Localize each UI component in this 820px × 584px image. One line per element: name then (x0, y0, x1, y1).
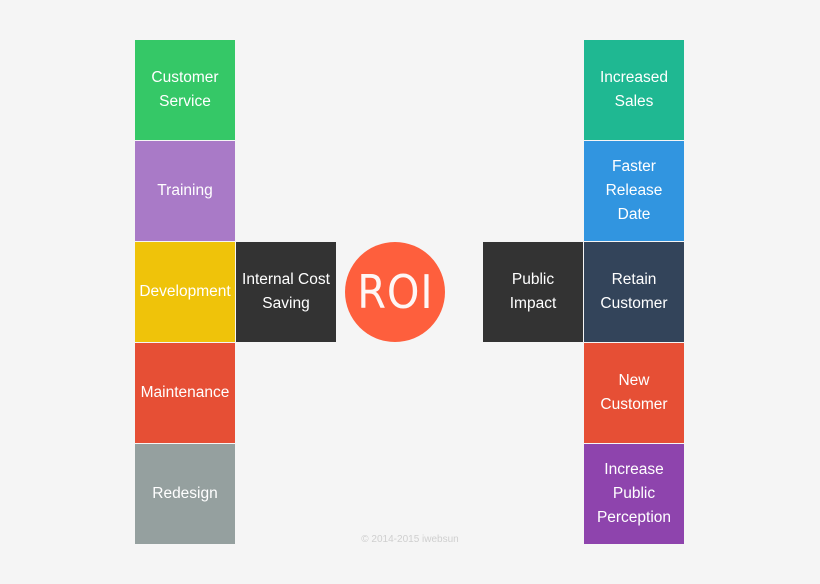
hub-label: Public Impact (509, 271, 557, 312)
right-block-retain-customer: Retain Customer (584, 242, 684, 342)
left-block-customer-service: Customer Service (135, 40, 235, 140)
right-block-increase-public-perception: Increase Public Perception (584, 444, 684, 544)
right-block-new-customer: New Customer (584, 343, 684, 443)
copyright-notice: © 2014-2015 iwebsun (361, 534, 459, 545)
block-label: Faster Release Date (605, 158, 663, 223)
left-block-development: Development (135, 242, 235, 342)
roi-label: ROI (356, 265, 434, 319)
block-label: New Customer (600, 372, 668, 413)
block-label: Customer Service (151, 69, 219, 110)
block-label: Increased Sales (599, 69, 669, 110)
right-block-increased-sales: Increased Sales (584, 40, 684, 140)
left-block-training: Training (135, 141, 235, 241)
right-block-faster-release-date: Faster Release Date (584, 141, 684, 241)
left-block-redesign: Redesign (135, 444, 235, 544)
hub-label: Internal Cost Saving (242, 271, 330, 312)
roi-circle: ROI (345, 242, 445, 342)
block-label: Training (157, 182, 213, 199)
block-label: Development (139, 283, 231, 300)
block-label: Retain Customer (600, 271, 668, 312)
block-label: Redesign (152, 485, 218, 502)
public-impact-hub: Public Impact (483, 242, 583, 342)
block-label: Increase Public Perception (596, 461, 672, 526)
left-block-maintenance: Maintenance (135, 343, 235, 443)
internal-cost-saving-hub: Internal Cost Saving (236, 242, 336, 342)
block-label: Maintenance (140, 384, 230, 401)
